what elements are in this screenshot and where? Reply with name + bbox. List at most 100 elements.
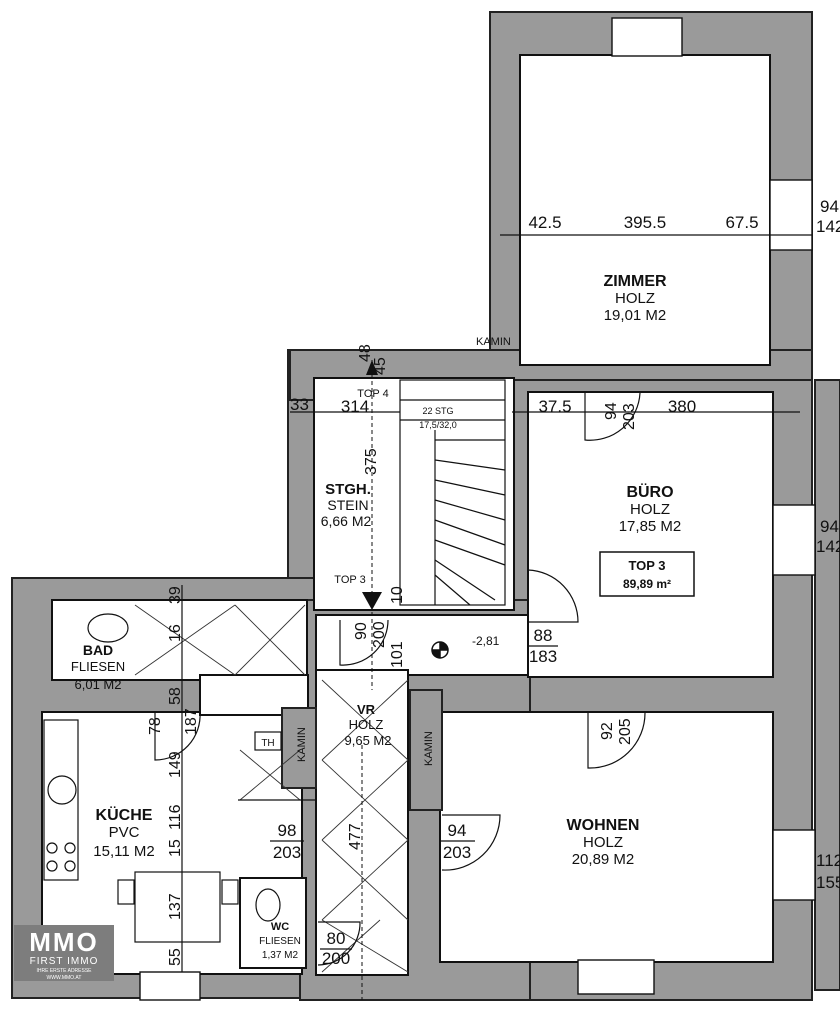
logo-main: MMO	[29, 927, 99, 957]
dim-door-wohnen-w: 94	[448, 821, 467, 840]
dim-door-stgh-w: 90	[353, 622, 370, 640]
dim-top-a: 314	[341, 397, 369, 416]
room-wc	[239, 877, 307, 969]
dim-door-wohnen-h: 203	[443, 843, 471, 862]
dimension-lines	[181, 234, 812, 1000]
dim-top-b: 37.5	[538, 397, 571, 416]
room-bad-name: BAD	[83, 642, 113, 658]
level-marker-icon	[431, 641, 449, 659]
stairs	[399, 379, 506, 606]
dim-door-buero-w: 94	[603, 402, 620, 420]
dim-door-wc-w: 80	[327, 929, 346, 948]
windows	[139, 17, 816, 1001]
room-vr-floor: HOLZ	[349, 717, 384, 732]
room-zimmer	[519, 54, 771, 366]
dim-left-149: 149	[167, 751, 184, 778]
mmo-logo: MMO FIRST IMMO IHRE ERSTE ADRESSE WWW.MM…	[14, 925, 114, 981]
dim-left-16: 16	[167, 624, 184, 642]
dim-win-r3-w: 112	[816, 851, 840, 870]
dim-zimmer-3: 67.5	[725, 213, 758, 232]
label-top4: TOP 4	[357, 388, 388, 400]
room-bad-area: 6,01 M2	[75, 677, 122, 692]
dim-door-wohnen-top-h: 205	[617, 718, 634, 745]
dim-stgh-height: 375	[363, 448, 380, 475]
kamin-right	[409, 689, 443, 811]
door-swings	[154, 392, 646, 966]
room-stgh	[313, 377, 515, 611]
dim-door-wc-h: 200	[322, 949, 350, 968]
room-wc-floor: FLIESEN	[259, 936, 301, 947]
dim-win-r3-h: 155	[816, 873, 840, 892]
room-zimmer-area: 19,01 M2	[604, 307, 667, 324]
label-kamin-right: KAMIN	[423, 731, 435, 766]
dim-10: 10	[389, 586, 406, 604]
dim-33: 33	[290, 395, 309, 414]
label-stg-dim: 17,5/32,0	[419, 420, 457, 430]
arrow-down-icon	[362, 592, 382, 610]
logo-tagline: IHRE ERSTE ADRESSE	[36, 968, 92, 974]
dim-left-58: 58	[167, 687, 184, 705]
room-wohnen-area: 20,89 M2	[572, 851, 635, 868]
top3-box-title: TOP 3	[628, 558, 665, 573]
room-buero-floor: HOLZ	[630, 501, 670, 518]
dim-left-187: 187	[183, 708, 200, 735]
room-zimmer-floor: HOLZ	[615, 290, 655, 307]
room-kueche-name: KÜCHE	[96, 805, 153, 824]
dim-left-78: 78	[147, 717, 164, 735]
dim-win-r1-w: 94	[820, 197, 839, 216]
label-kamin-top: KAMIN	[476, 336, 511, 348]
dim-zimmer-2: 395.5	[624, 213, 667, 232]
dim-left-39: 39	[167, 586, 184, 604]
room-buero-name: BÜRO	[626, 482, 673, 501]
room-stgh-name: STGH.	[325, 481, 371, 498]
label-stg: 22 STG	[422, 406, 453, 416]
dim-top-c: 380	[668, 397, 696, 416]
room-kueche-area: 15,11 M2	[93, 843, 154, 860]
dim-door-vr-h: 183	[529, 647, 557, 666]
room-wc-area: 1,37 M2	[262, 950, 299, 961]
dim-left-137: 137	[167, 893, 184, 920]
label-top3: TOP 3	[334, 574, 365, 586]
arrow-up-icon	[366, 360, 378, 375]
dim-45: 45	[372, 357, 389, 375]
label-th: TH	[261, 738, 274, 749]
dim-left-55: 55	[167, 948, 184, 966]
dim-vr-length: 477	[347, 823, 364, 850]
room-bad	[51, 599, 308, 681]
room-wohnen-name: WOHNEN	[567, 817, 640, 834]
room-stgh-floor: STEIN	[327, 497, 368, 513]
dim-door-vr-w: 88	[534, 626, 553, 645]
hatch	[134, 604, 409, 973]
room-wohnen-floor: HOLZ	[583, 834, 623, 851]
dim-door-kueche-h: 203	[273, 843, 301, 862]
room-stgh-area: 6,66 M2	[321, 513, 372, 529]
kitchen-fixtures	[43, 613, 282, 943]
dim-left-15: 15	[167, 839, 184, 857]
label-level: -2,81	[472, 634, 500, 648]
dim-win-r1-h: 142	[816, 217, 840, 236]
room-buero-area: 17,85 M2	[619, 518, 682, 535]
dim-win-r2-h: 142	[816, 537, 840, 556]
dim-zimmer-1: 42.5	[528, 213, 561, 232]
top3-area-box	[599, 551, 695, 597]
room-zimmer-name: ZIMMER	[603, 273, 667, 290]
logo-url: WWW.MMO.AT	[46, 975, 82, 981]
room-vr-name: VR	[357, 702, 376, 717]
room-kueche-floor: PVC	[109, 824, 140, 841]
dim-left-116: 116	[167, 804, 184, 830]
top3-box-area: 89,89 m²	[623, 577, 671, 591]
logo-sub: FIRST IMMO	[29, 956, 99, 967]
dim-door-buero-h: 203	[621, 403, 638, 430]
label-kamin-left: KAMIN	[296, 727, 308, 762]
dim-win-r2-w: 94	[820, 517, 839, 536]
dim-48: 48	[357, 344, 374, 362]
dim-101: 101	[389, 641, 406, 668]
room-bad-floor: FLIESEN	[71, 659, 125, 674]
room-vr-area: 9,65 M2	[345, 733, 392, 748]
rooms	[41, 54, 774, 976]
dim-door-kueche-w: 98	[278, 821, 297, 840]
room-wc-name: WC	[271, 921, 289, 933]
dim-door-stgh-h: 200	[371, 621, 388, 648]
kamin-left	[281, 707, 317, 789]
